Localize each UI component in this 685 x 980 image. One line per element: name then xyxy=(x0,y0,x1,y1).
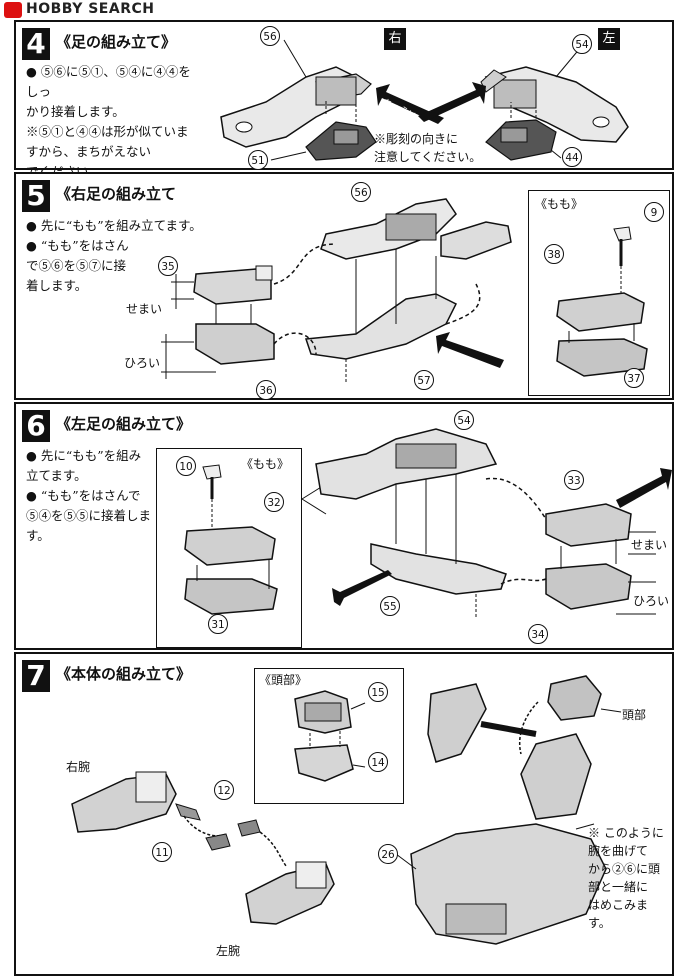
step-instructions: ● 先に“もも”を組み 立てます。 ● “もも”をはさんで ⑤④を⑤⑤に接着しま… xyxy=(26,448,152,543)
head-detail-illustration xyxy=(294,690,366,782)
engraving-note: ※彫刻の向きに 注意してください。 xyxy=(374,132,482,164)
part-callout-56: 56 xyxy=(351,182,371,202)
inset-title: 《もも》 xyxy=(241,457,290,471)
part-callout-56: 56 xyxy=(260,26,280,46)
left-arm-label: 左腕 xyxy=(216,944,241,958)
part-callout-12: 12 xyxy=(214,780,234,800)
part-callout-38: 38 xyxy=(544,244,564,264)
step-number: 4 xyxy=(22,28,50,60)
step-title: 《右足の組み立て xyxy=(56,185,177,203)
part-callout-36: 36 xyxy=(256,380,276,400)
narrow-label: せまい xyxy=(631,538,668,552)
brand-logo: HOBBY SEARCH xyxy=(26,1,155,17)
part-callout-34: 34 xyxy=(528,624,548,644)
step-title: 《足の組み立て》 xyxy=(56,33,177,51)
part-callout-35: 35 xyxy=(158,256,178,276)
part-callout-37: 37 xyxy=(624,368,644,388)
step-title: 《本体の組み立て》 xyxy=(56,665,192,683)
part-callout-15: 15 xyxy=(368,682,388,702)
step-4-panel: 4 《足の組み立て》 ● ⑤⑥に⑤①、⑤④に④④をしっ かり接着します。 ※⑤①… xyxy=(14,20,674,179)
head-label: 頭部 xyxy=(622,708,647,722)
part-callout-10: 10 xyxy=(176,456,196,476)
leg-assembly-illustration xyxy=(220,39,629,161)
right-tag: 右 xyxy=(384,28,406,50)
inset-title: 《もも》 xyxy=(535,197,584,211)
thigh-inset: 《もも》 xyxy=(156,448,302,648)
part-callout-44: 44 xyxy=(562,147,582,167)
part-callout-14: 14 xyxy=(368,752,388,772)
step-6-panel: 6 《左足の組み立て》 ● 先に“もも”を組み 立てます。 ● “もも”をはさん… xyxy=(14,402,674,650)
left-leg-illustration xyxy=(301,428,656,619)
narrow-label: せまい xyxy=(126,302,163,316)
step-7-panel: 7 《本体の組み立て》 《頭部》 xyxy=(14,652,674,976)
wide-label: ひろい xyxy=(633,594,670,608)
step-5-panel: 5 《右足の組み立て ● 先に“もも”を組み立てます。 ● “もも”をはさん で… xyxy=(14,172,674,400)
thigh-inset: 《もも》 xyxy=(528,190,670,396)
step-number: 7 xyxy=(22,660,50,692)
part-callout-33: 33 xyxy=(564,470,584,490)
part-callout-54: 54 xyxy=(454,410,474,430)
site-header: HOBBY SEARCH xyxy=(0,0,685,20)
right-leg-illustration xyxy=(161,198,512,384)
caution-arrow-left xyxy=(418,82,486,122)
part-callout-55: 55 xyxy=(380,596,400,616)
part-callout-51: 51 xyxy=(248,150,268,170)
part-callout-26: 26 xyxy=(378,844,398,864)
part-callout-57: 57 xyxy=(414,370,434,390)
caution-arrow xyxy=(436,332,504,368)
part-callout-9: 9 xyxy=(644,202,664,222)
step-title: 《左足の組み立て》 xyxy=(56,415,192,433)
step-instructions: ● 先に“もも”を組み立てます。 ● “もも”をはさん で⑤⑥を⑤⑦に接 着しま… xyxy=(26,218,202,293)
body-assembly-illustration xyxy=(71,675,622,945)
part-callout-32: 32 xyxy=(264,492,284,512)
part-callout-11: 11 xyxy=(152,842,172,862)
assembly-note: ※ このように 腕を曲げて から②⑥に頭 部と一緒に はめこみま す。 xyxy=(588,826,664,930)
part-callout-54: 54 xyxy=(572,34,592,54)
left-tag: 左 xyxy=(598,28,620,50)
right-arm-label: 右腕 xyxy=(66,760,91,774)
part-callout-31: 31 xyxy=(208,614,228,634)
step-number: 6 xyxy=(22,410,50,442)
caution-arrow xyxy=(332,570,392,606)
wide-label: ひろい xyxy=(124,356,161,370)
step-number: 5 xyxy=(22,180,50,212)
thigh-detail-illustration xyxy=(556,226,648,377)
thigh-detail-illustration xyxy=(184,464,278,615)
logo-icon xyxy=(4,2,22,18)
caution-arrow xyxy=(616,468,672,508)
inset-title: 《頭部》 xyxy=(259,673,308,687)
